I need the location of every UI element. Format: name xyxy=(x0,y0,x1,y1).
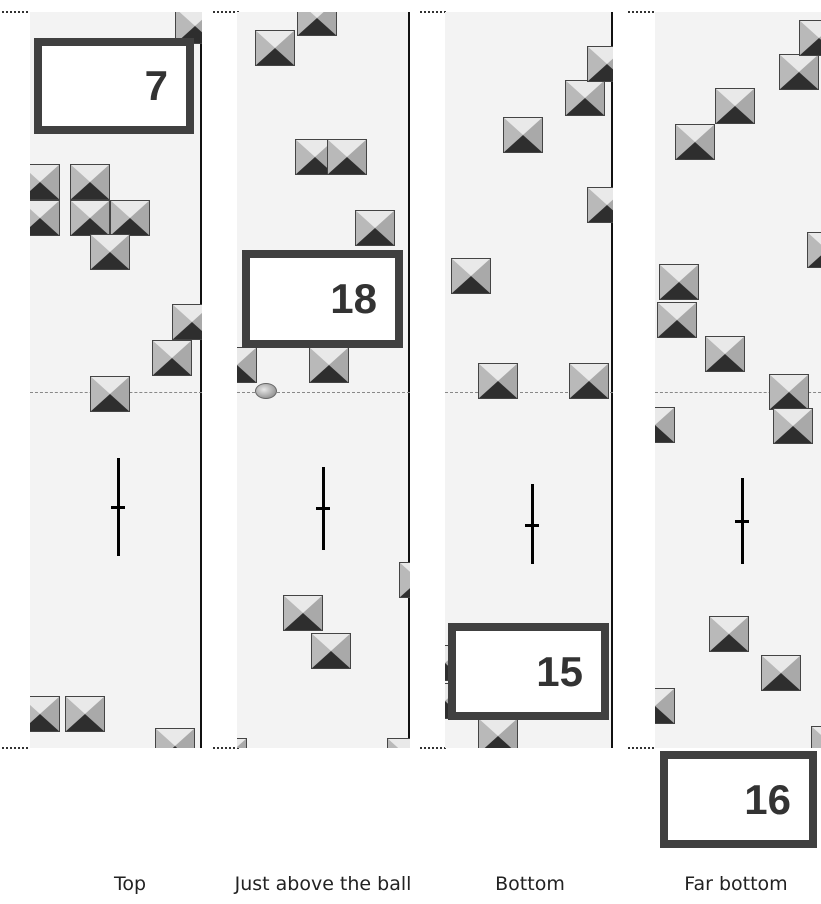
brick-block xyxy=(478,363,518,399)
brick-block xyxy=(451,258,491,294)
ball xyxy=(255,383,277,399)
brick-block xyxy=(70,200,110,236)
brick-block xyxy=(811,726,821,748)
brick-block xyxy=(309,347,349,383)
brick-block xyxy=(30,696,60,732)
brick-block xyxy=(715,88,755,124)
score-box: 15 xyxy=(448,623,609,720)
brick-block xyxy=(155,728,195,748)
score-box: 18 xyxy=(242,250,403,348)
caption-bottom: Bottom xyxy=(495,873,565,895)
brick-block xyxy=(30,164,60,200)
panel-marker xyxy=(628,747,656,749)
brick-block xyxy=(565,80,605,116)
paddle xyxy=(315,467,331,550)
brick-block xyxy=(769,374,809,410)
brick-block xyxy=(773,408,813,444)
brick-block xyxy=(807,232,821,268)
panel-marker xyxy=(420,747,448,749)
brick-block xyxy=(311,633,351,669)
brick-block xyxy=(657,302,697,338)
brick-block xyxy=(255,30,295,66)
panel-edge xyxy=(408,12,410,748)
brick-block xyxy=(237,738,247,748)
brick-block xyxy=(30,200,60,236)
brick-block xyxy=(327,139,367,175)
brick-block xyxy=(172,304,202,340)
brick-block xyxy=(152,340,192,376)
brick-block xyxy=(90,376,130,412)
brick-block xyxy=(387,738,410,748)
panel-marker xyxy=(2,11,30,13)
score-box: 16 xyxy=(660,751,817,848)
brick-block xyxy=(297,12,337,36)
caption-far-bottom: Far bottom xyxy=(684,873,787,895)
brick-block xyxy=(659,264,699,300)
brick-block xyxy=(587,187,613,223)
caption-just-above-ball: Just above the ball xyxy=(235,873,412,895)
brick-block xyxy=(779,54,819,90)
paddle xyxy=(110,458,126,556)
paddle xyxy=(524,484,540,564)
brick-block xyxy=(399,562,410,598)
score-value: 7 xyxy=(145,62,186,110)
brick-block xyxy=(709,616,749,652)
score-value: 16 xyxy=(744,776,809,824)
panel-edge xyxy=(611,12,613,748)
score-value: 15 xyxy=(536,648,601,696)
brick-block xyxy=(503,117,543,153)
caption-top: Top xyxy=(114,873,146,895)
brick-block xyxy=(761,655,801,691)
score-box: 7 xyxy=(34,38,194,134)
game-panel-just-above-ball xyxy=(237,12,410,748)
paddle xyxy=(734,478,750,564)
brick-block xyxy=(675,124,715,160)
brick-block xyxy=(569,363,609,399)
brick-block xyxy=(655,407,675,443)
brick-block xyxy=(237,347,257,383)
brick-block xyxy=(283,595,323,631)
panel-marker xyxy=(628,11,656,13)
brick-block xyxy=(90,234,130,270)
score-value: 18 xyxy=(330,275,395,323)
brick-block xyxy=(587,46,613,82)
panel-marker xyxy=(2,747,30,749)
brick-block xyxy=(705,336,745,372)
panel-marker xyxy=(420,11,448,13)
panel-edge xyxy=(200,12,202,748)
brick-block xyxy=(355,210,395,246)
game-panel-far-bottom xyxy=(655,12,821,748)
brick-block xyxy=(70,164,110,200)
brick-block xyxy=(478,718,518,748)
brick-block xyxy=(799,20,821,56)
brick-block xyxy=(65,696,105,732)
brick-block xyxy=(110,200,150,236)
brick-block xyxy=(655,688,675,724)
